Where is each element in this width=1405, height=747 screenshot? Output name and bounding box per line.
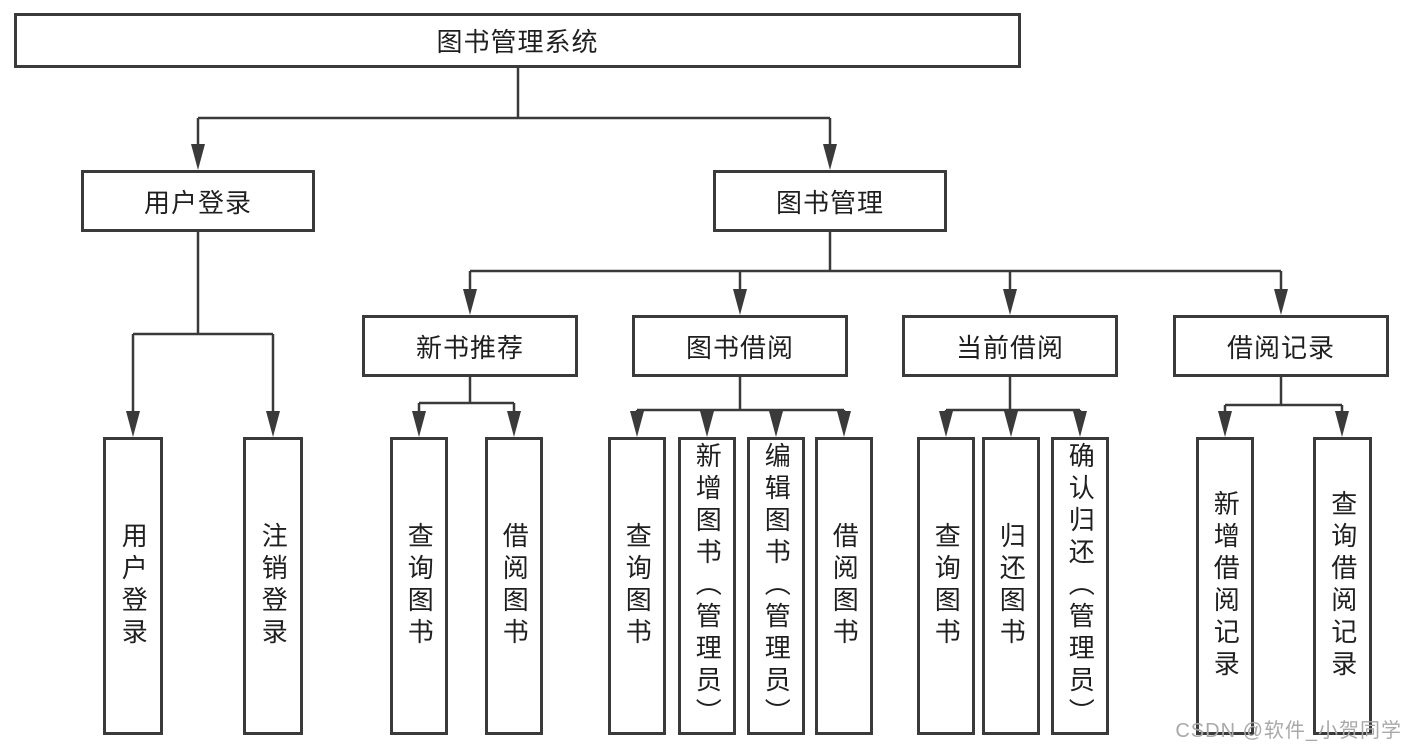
leaf-return-books-label: 归还图书 xyxy=(996,522,1027,650)
leaf-query-books-current: 查询图书 xyxy=(917,437,975,735)
node-user-login-label: 用户登录 xyxy=(143,187,252,218)
leaf-borrow-books-recommend-label: 借阅图书 xyxy=(499,522,530,650)
leaf-user-login: 用户登录 xyxy=(103,437,163,735)
node-root-label: 图书管理系统 xyxy=(436,27,599,57)
leaf-edit-book-admin: 编辑图书（管理员） xyxy=(747,437,805,735)
leaf-query-books-borrow: 查询图书 xyxy=(608,437,666,735)
node-user-login: 用户登录 xyxy=(81,170,315,232)
node-borrow-record: 借阅记录 xyxy=(1173,315,1389,377)
leaf-add-borrow-record: 新增借阅记录 xyxy=(1196,437,1254,735)
node-current-borrow-label: 当前借阅 xyxy=(955,332,1064,363)
node-book-borrow: 图书借阅 xyxy=(632,315,848,377)
leaf-borrow-books-recommend: 借阅图书 xyxy=(485,437,543,735)
node-book-management: 图书管理 xyxy=(713,170,947,232)
node-current-borrow: 当前借阅 xyxy=(902,315,1118,377)
node-borrow-record-label: 借阅记录 xyxy=(1226,332,1335,363)
leaf-logout-label: 注销登录 xyxy=(258,522,289,650)
leaf-query-books-recommend-label: 查询图书 xyxy=(404,522,435,650)
csdn-watermark: CSDN @软件_小贺同学 xyxy=(1175,720,1402,742)
leaf-confirm-return-admin-label: 确认归还（管理员） xyxy=(1065,442,1096,730)
leaf-edit-book-admin-label: 编辑图书（管理员） xyxy=(761,442,792,730)
leaf-return-books: 归还图书 xyxy=(982,437,1040,735)
leaf-user-login-label: 用户登录 xyxy=(118,522,149,650)
leaf-query-borrow-record-label: 查询借阅记录 xyxy=(1327,490,1358,682)
leaf-add-book-admin: 新增图书（管理员） xyxy=(678,437,736,735)
leaf-query-books-current-label: 查询图书 xyxy=(931,522,962,650)
leaf-query-books-recommend: 查询图书 xyxy=(390,437,448,735)
leaf-add-book-admin-label: 新增图书（管理员） xyxy=(692,442,723,730)
node-book-management-label: 图书管理 xyxy=(775,187,884,218)
node-new-book-recommend: 新书推荐 xyxy=(362,315,578,377)
leaf-logout: 注销登录 xyxy=(243,437,303,735)
leaf-add-borrow-record-label: 新增借阅记录 xyxy=(1210,490,1241,682)
arrowheads xyxy=(126,144,1349,437)
node-book-borrow-label: 图书借阅 xyxy=(685,332,794,363)
leaf-query-borrow-record: 查询借阅记录 xyxy=(1313,437,1372,735)
leaf-query-books-borrow-label: 查询图书 xyxy=(622,522,653,650)
node-root-system: 图书管理系统 xyxy=(14,13,1021,68)
leaf-confirm-return-admin: 确认归还（管理员） xyxy=(1051,437,1109,735)
node-new-book-recommend-label: 新书推荐 xyxy=(415,332,524,363)
leaf-borrow-books-label: 借阅图书 xyxy=(829,522,860,650)
leaf-borrow-books: 借阅图书 xyxy=(815,437,873,735)
